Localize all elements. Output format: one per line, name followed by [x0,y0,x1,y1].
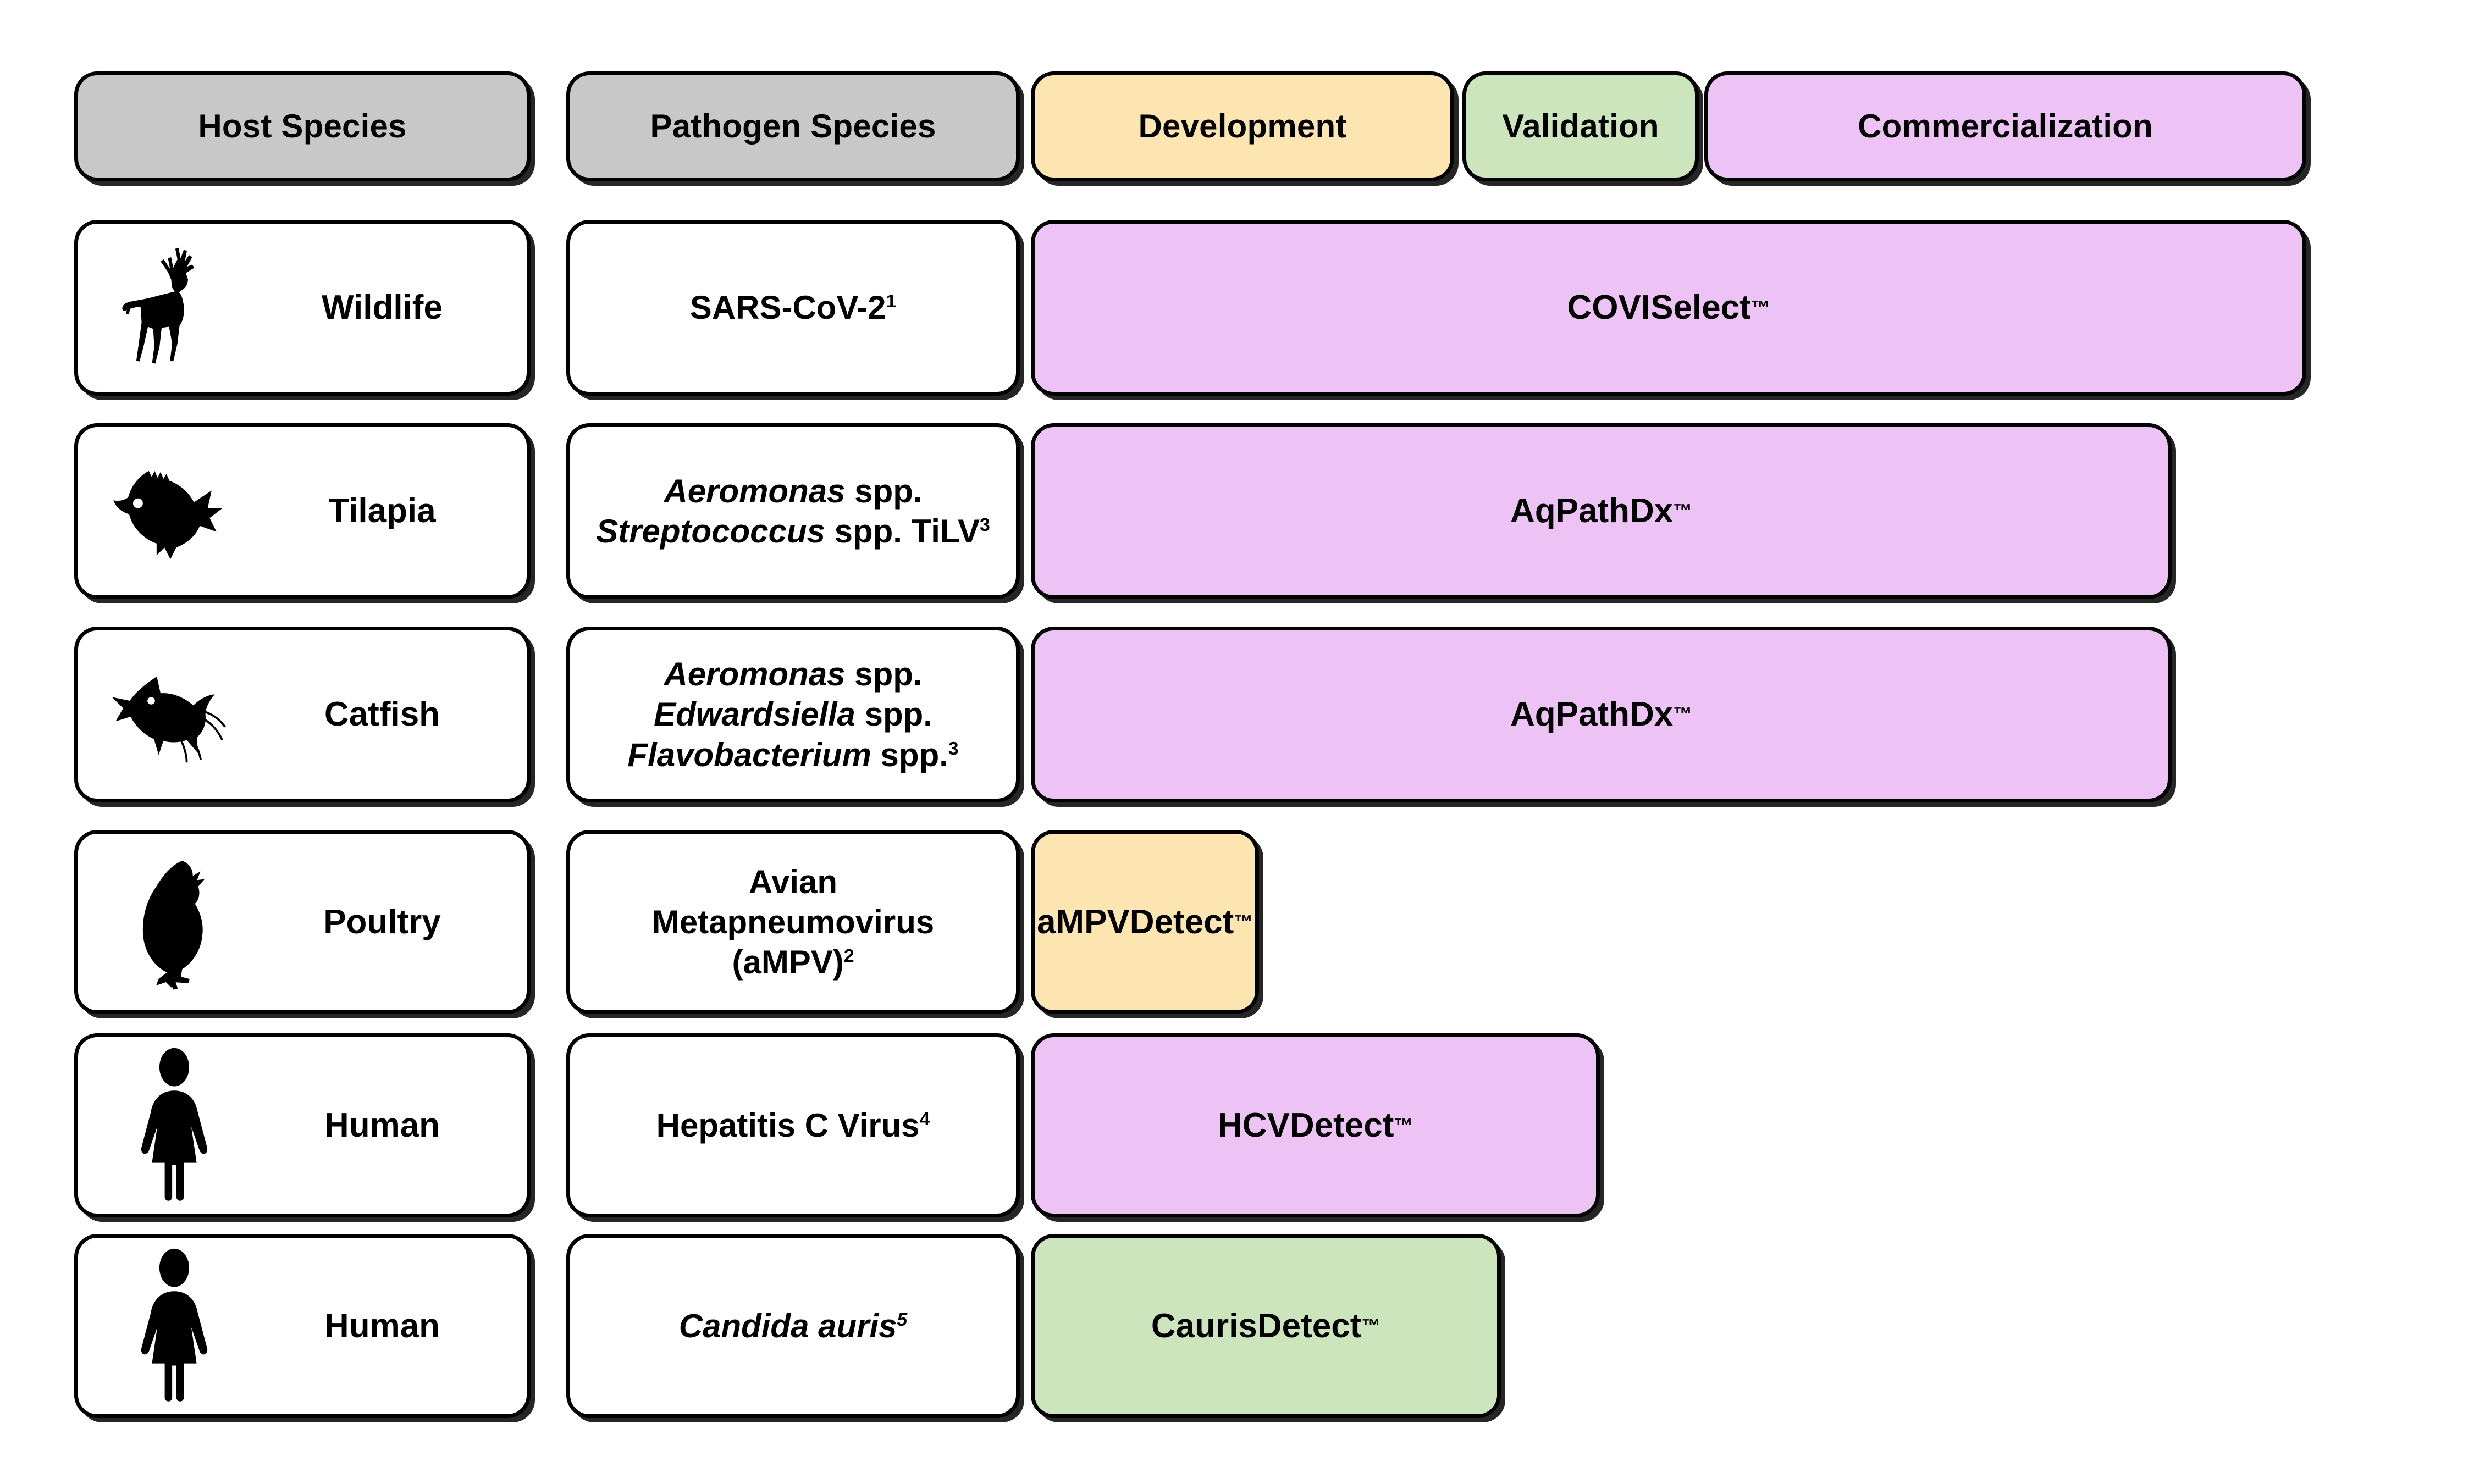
host-cell: Poultry [74,830,531,1014]
host-name: Catfish [324,695,440,734]
pathogen-cell: Aeromonas spp. Edwardsiella spp. Flavoba… [566,627,1020,802]
deer-icon [100,239,248,376]
pathogen-genus: Aeromonas [664,472,846,510]
pathogen-genus: Streptococcus [596,513,825,550]
pathogen-cell: Aeromonas spp. Streptococcus spp. TiLV3 [566,423,1020,599]
phase-header-commercialization-label: Commercialization [1858,108,2153,145]
pathogen-cell: Candida auris5 [566,1234,1020,1418]
pathogen-line: Candida auris5 [679,1306,907,1346]
pathogen-line: (aMPV)2 [732,942,854,982]
pathogen-genus: Aeromonas [664,656,846,693]
host-cell: Catfish [74,627,531,802]
pathogen-footnote: 2 [843,946,854,967]
human-icon [100,1048,248,1201]
pathogen-text: Hepatitis C Virus [656,1106,920,1144]
column-header-pathogen-species-label: Pathogen Species [650,108,936,145]
product-name: CaurisDetect [1151,1306,1362,1345]
pathogen-cell: SARS-CoV-21 [566,220,1020,396]
pathogen-line: Edwardsiella spp. [654,694,932,734]
product-name: AqPathDx [1510,695,1674,734]
host-name: Human [324,1106,440,1144]
pathogen-text: SARS-CoV-2 [689,289,886,326]
product-name: AqPathDx [1510,492,1674,530]
host-name: Wildlife [322,289,443,327]
pathogen-text: Avian [748,863,838,900]
pathogen-text: spp. [845,472,923,510]
phase-header-validation: Validation [1462,71,1699,181]
pathogen-line: Flavobacterium spp.3 [627,735,958,775]
pathogen-line: Aeromonas spp. [664,471,922,511]
pathogen-text: spp. [871,736,948,773]
pathogen-line: Hepatitis C Virus4 [656,1105,930,1145]
host-name: Human [324,1306,440,1345]
pathogen-line: Metapneumovirus [652,902,934,942]
pathogen-genus: Flavobacterium [627,736,871,773]
host-name: Tilapia [328,492,436,530]
phase-header-development: Development [1031,71,1454,181]
phase-header-commercialization: Commercialization [1704,71,2306,181]
pathogen-line: Avian [749,862,837,902]
product-name: HCVDetect [1217,1106,1394,1144]
product-name: COVISelect [1567,289,1751,327]
host-name: Poultry [323,902,441,941]
pathogen-text: spp. [855,696,932,733]
column-header-host-species: Host Species [74,71,531,181]
phase-header-validation-label: Validation [1502,108,1659,145]
pathogen-footnote: 3 [948,738,959,759]
pathogen-text: Metapneumovirus [651,903,935,940]
pathogen-footnote: 5 [897,1309,908,1330]
pathogen-footnote: 1 [886,291,897,312]
human-icon [100,1248,248,1402]
product-name: aMPVDetect [1036,902,1234,941]
pathogen-genus: Edwardsiella [654,696,855,733]
column-header-pathogen-species: Pathogen Species [566,71,1020,181]
catfish-icon [100,646,248,783]
pathogen-line: SARS-CoV-21 [690,287,896,328]
host-cell: Wildlife [74,220,531,396]
pathogen-text: spp. [845,656,923,693]
pathogen-text: (aMPV) [732,944,844,981]
pathogen-cell: Hepatitis C Virus4 [566,1033,1020,1217]
tilapia-icon [100,442,248,580]
host-cell: Tilapia [74,423,531,599]
chicken-icon [100,854,248,991]
pathogen-cell: Avian Metapneumovirus (aMPV)2 [566,830,1020,1014]
pathogen-footnote: 3 [980,515,990,535]
pathogen-footnote: 4 [919,1109,930,1129]
pathogen-genus: Candida auris [678,1307,897,1344]
pathogen-line: Streptococcus spp. TiLV3 [596,511,990,551]
host-cell: Human [74,1033,531,1217]
column-header-host-species-label: Host Species [198,108,407,145]
pathogen-text: spp. TiLV [825,513,980,550]
host-cell: Human [74,1234,531,1418]
pathogen-line: Aeromonas spp. [664,654,922,694]
phase-header-development-label: Development [1138,108,1347,145]
